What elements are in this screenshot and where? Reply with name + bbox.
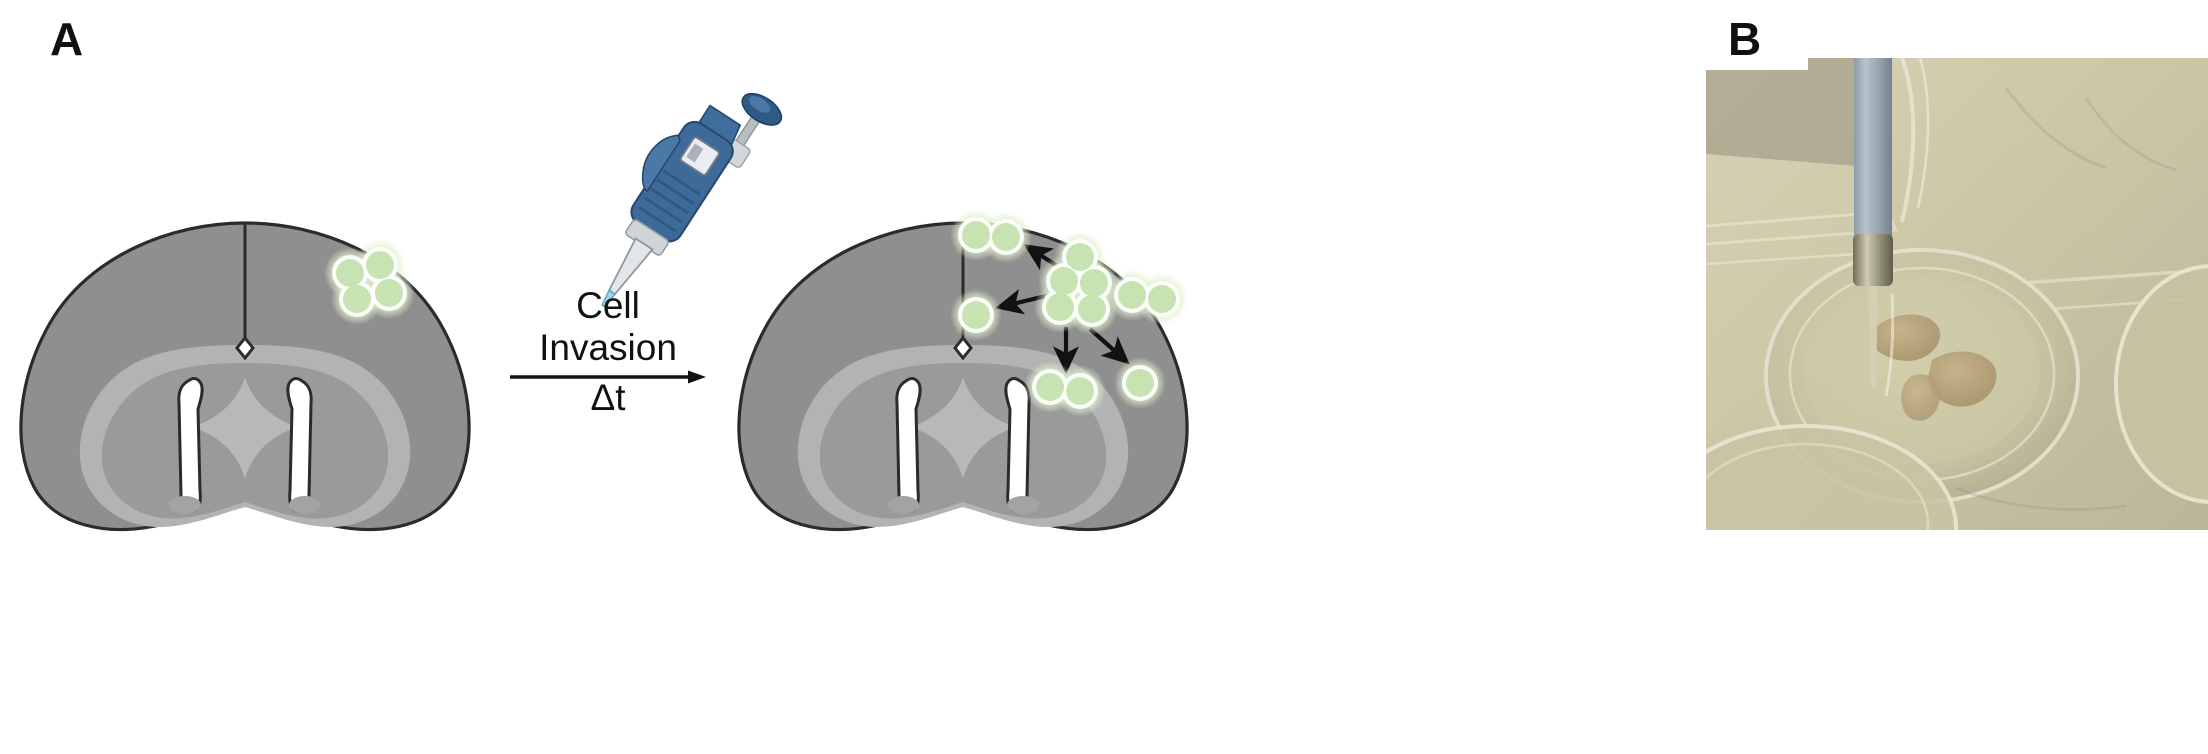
cell-invasion-label-line2: Invasion [539,327,677,368]
basal-blob-left [887,496,919,514]
bench-shadow [1706,58,1866,166]
thalamus [192,377,298,479]
third-ventricle [953,335,973,361]
striatum-inner-gray [101,363,389,519]
third-ventricle [235,335,255,361]
photo-texture [1955,87,2177,511]
panel-b-letter-backdrop [1706,0,1808,70]
pipette-volume-window [679,136,720,176]
cells-upper-left [950,209,1032,263]
panel-a: A [10,13,1198,540]
panel-b-letter: B [1728,13,1762,65]
striatum-inner-gray [819,363,1107,519]
pipette-needle-photo [1868,286,1878,388]
pipette-shaft-photo [1854,58,1892,240]
basal-blob-right [289,496,321,514]
corpus-callosum [797,345,1129,528]
central-cell-cluster [1034,231,1120,335]
migration-arrow-left [995,289,1051,315]
right-brain-diagram [728,195,1198,540]
corpus-callosum [79,345,411,528]
brain-slice-tissue [1872,314,1997,421]
cortex-outline [19,221,471,532]
culture-medium-surface [1804,276,2040,464]
pipette-tip [601,289,617,308]
lateral-ventricle-right [286,377,313,513]
glass-reflections [1884,58,1930,397]
micropipette-illustration [596,78,812,328]
migration-arrow-down-right [1088,327,1130,365]
cell-invasion-annotation: Cell Invasion Δt [508,285,708,425]
pipette-metal-ferrule [1853,234,1893,286]
cortex-outline [737,221,1189,532]
panel-a-letter: A [50,13,84,65]
culture-dish-well-right [2114,264,2208,504]
cells-right [1106,269,1188,325]
lateral-ventricle-right [1004,377,1031,513]
cells-lower-middle [1024,361,1106,417]
thalamus [910,377,1016,479]
cells-lower-right [1114,357,1166,409]
basal-blob-left [169,496,201,514]
delta-t-label: Δt [590,377,626,418]
cell-invasion-label-line1: Cell [576,285,640,326]
pipette-grip-ridges [638,169,701,233]
culture-dish-well-secondary [1706,424,1958,530]
lateral-ventricle-left [177,377,204,513]
pipette-finger-hook [641,134,681,193]
migration-arrows [995,244,1130,375]
left-brain-diagram [10,195,480,540]
slice-culture-photo [1706,58,2208,530]
basal-blob-right [1007,496,1039,514]
injected-cell-cluster [324,239,415,325]
panel-b [1706,58,2208,530]
cells-left [950,289,1002,341]
migration-arrow-up-left [1023,244,1070,275]
right-arrow-icon [510,370,706,384]
lateral-ventricle-left [895,377,922,513]
